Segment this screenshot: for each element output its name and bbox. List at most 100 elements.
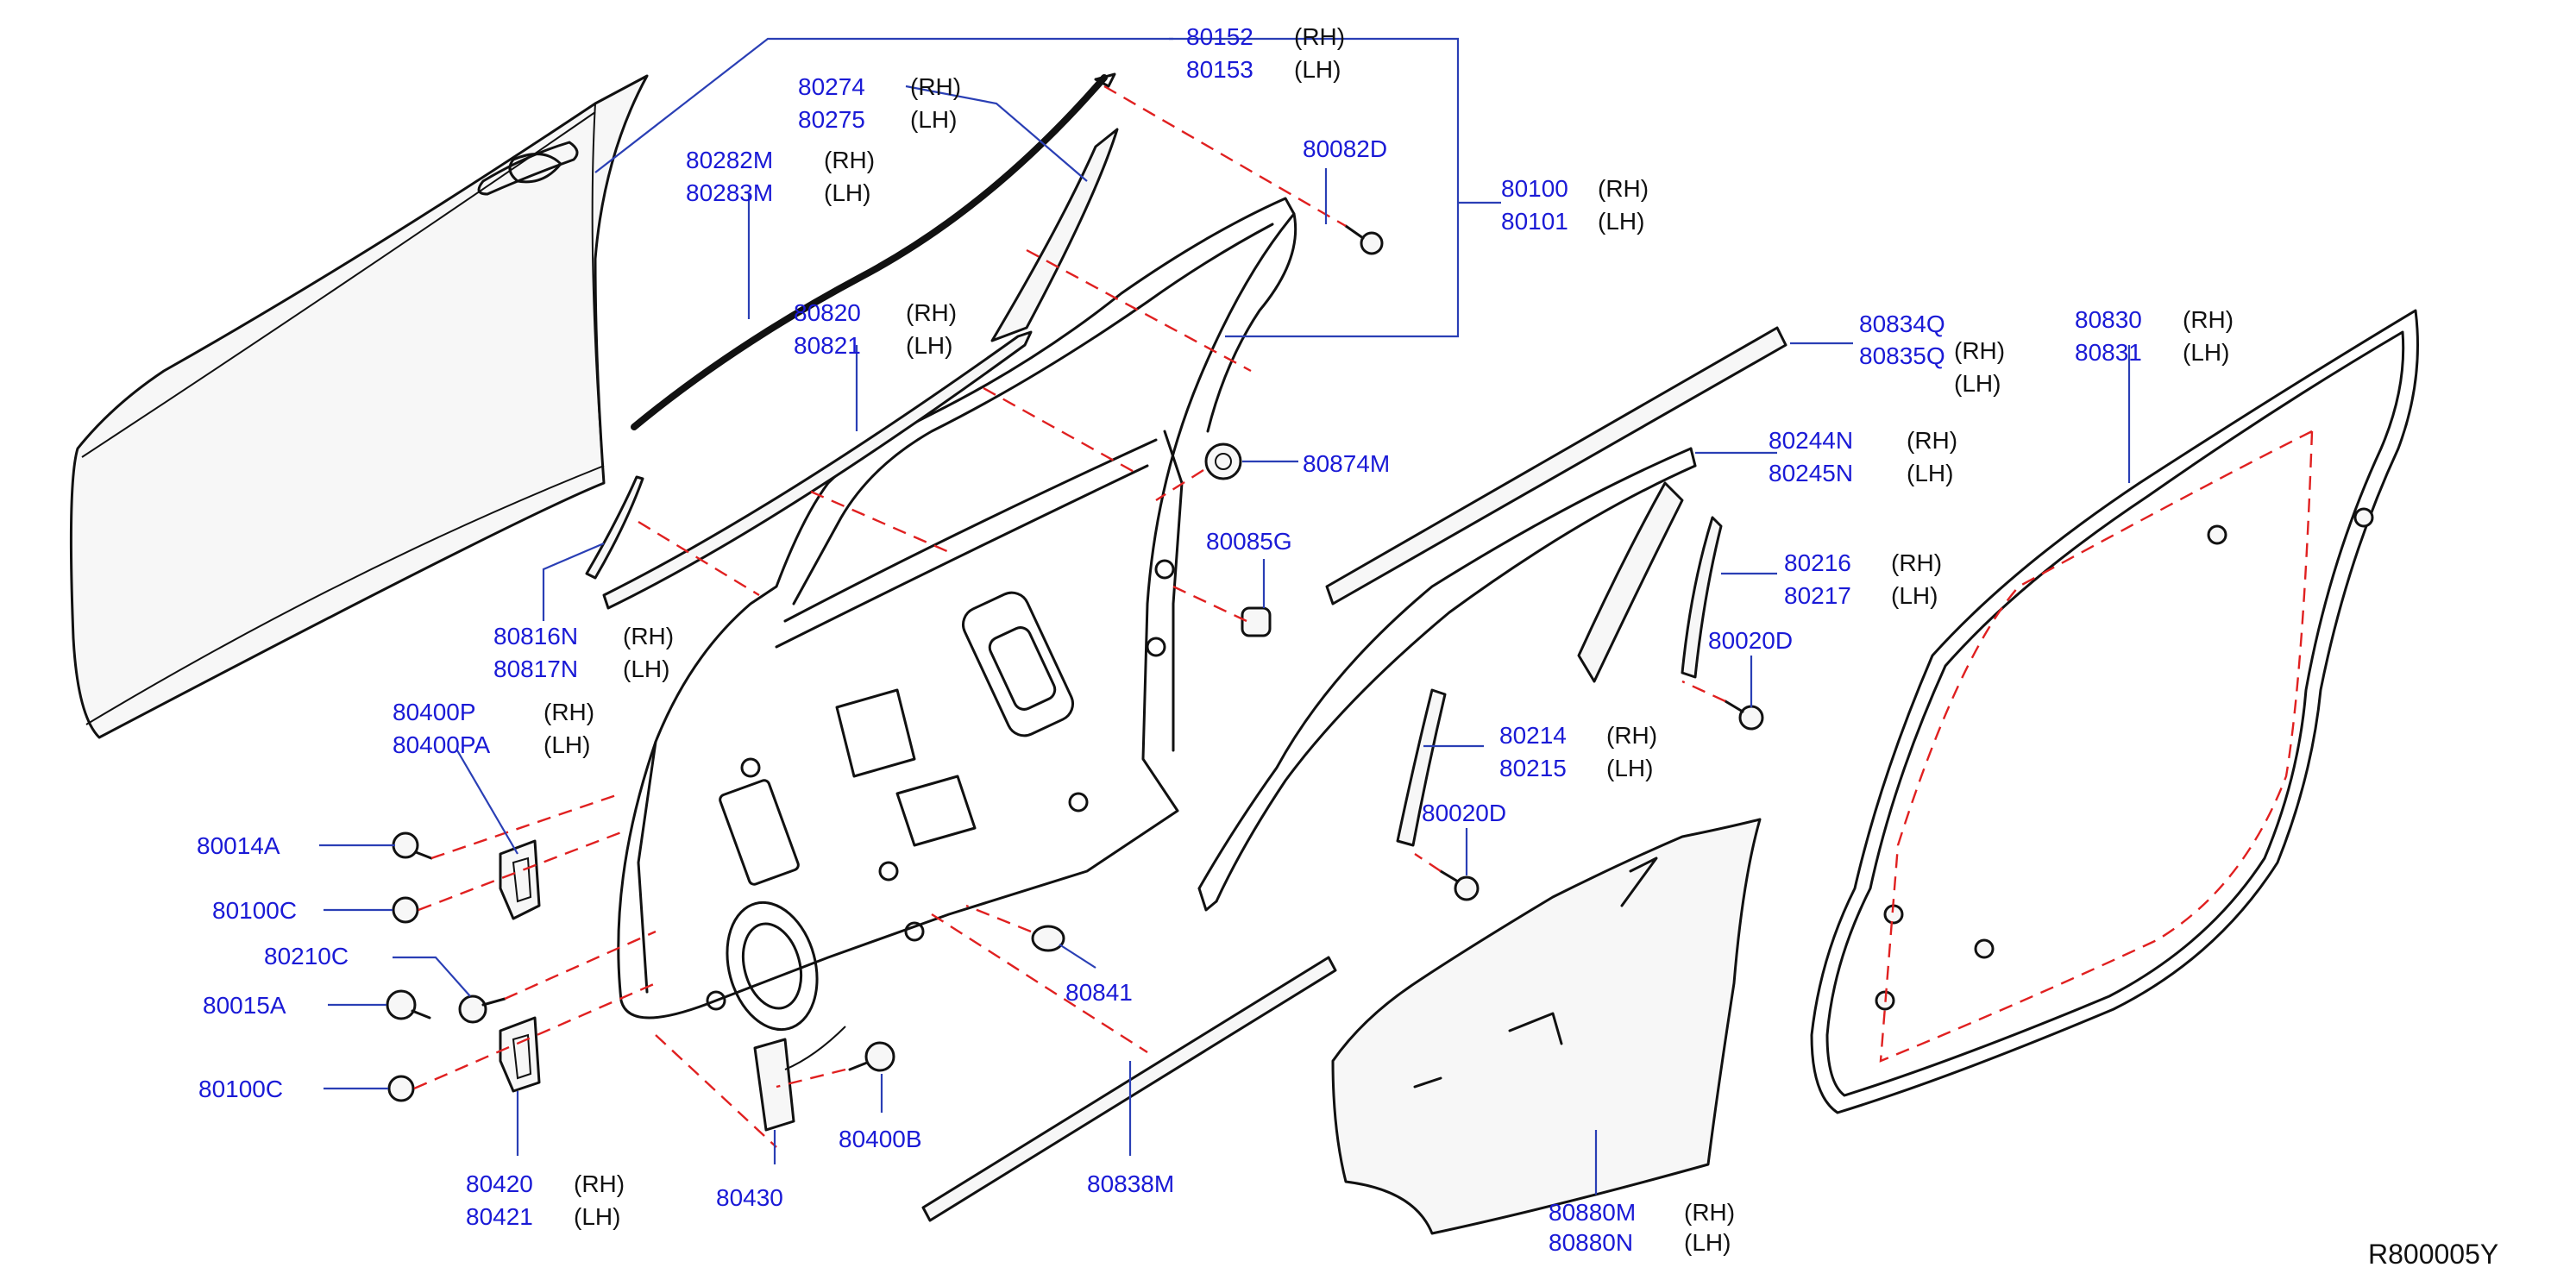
callout-80400b[interactable]: 80400B xyxy=(839,1126,922,1152)
svg-text:80101: 80101 xyxy=(1501,208,1568,235)
outer-door-panel[interactable] xyxy=(69,74,649,739)
callout-80015a[interactable]: 80015A xyxy=(203,992,286,1019)
svg-text:80282M: 80282M xyxy=(686,147,773,173)
svg-text:(LH): (LH) xyxy=(910,106,957,133)
door-check-link[interactable] xyxy=(753,1026,846,1132)
svg-text:80275: 80275 xyxy=(798,106,865,133)
nut-80100c-lower[interactable] xyxy=(387,1075,415,1102)
callout-80834q[interactable]: 80834Q xyxy=(1859,311,1945,337)
door-sash[interactable] xyxy=(1197,447,1697,912)
upper-corner-finisher[interactable] xyxy=(990,128,1119,342)
clips-weatherstrip[interactable] xyxy=(1875,507,2374,1011)
callout-80244n[interactable]: 80244N(RH) xyxy=(1769,427,1957,454)
callout-80830[interactable]: 80830(RH) xyxy=(2075,306,2234,333)
callout-80400p[interactable]: 80400P(RH) xyxy=(393,699,594,725)
callout-80420[interactable]: 80420 (RH) xyxy=(466,1170,625,1197)
callout-80421[interactable]: 80421(LH) xyxy=(466,1203,620,1230)
callout-80152[interactable]: 80152 (RH) xyxy=(1186,23,1345,50)
svg-text:80880M: 80880M xyxy=(1549,1199,1636,1226)
callout-80838m[interactable]: 80838M xyxy=(1087,1170,1174,1197)
belt-weatherstrip-inner[interactable] xyxy=(602,330,1033,610)
plug-80841[interactable] xyxy=(1031,925,1065,952)
screw-80020d-lower[interactable] xyxy=(1439,869,1480,901)
svg-text:80821: 80821 xyxy=(794,332,861,359)
callout-80100c-lower[interactable]: 80100C xyxy=(198,1076,283,1102)
svg-text:(RH): (RH) xyxy=(910,73,961,100)
callout-80880n[interactable]: 80880N(LH) xyxy=(1549,1229,1731,1256)
svg-text:80153: 80153 xyxy=(1186,56,1253,83)
svg-text:80838M: 80838M xyxy=(1087,1170,1174,1197)
callout-80274[interactable]: 80274(RH) xyxy=(798,73,961,100)
bolt-80015a[interactable] xyxy=(386,989,431,1020)
grommet-80874m[interactable] xyxy=(1204,442,1242,480)
callout-80283m[interactable]: 80283M(LH) xyxy=(686,179,870,206)
svg-text:(LH): (LH) xyxy=(1891,582,1938,609)
front-sash-strip[interactable] xyxy=(585,475,644,580)
callout-80835q[interactable]: 80835Q(RH) xyxy=(1859,337,2005,369)
bumper-80085g[interactable] xyxy=(1241,606,1272,637)
door-inner-frame[interactable] xyxy=(617,197,1297,1039)
callout-80215[interactable]: 80215(LH) xyxy=(1499,755,1653,781)
sealing-screen[interactable] xyxy=(1331,818,1762,1235)
svg-text:80420: 80420 xyxy=(466,1170,533,1197)
callout-80082d[interactable]: 80082D xyxy=(1303,135,1387,162)
callout-80400pa[interactable]: 80400PA(LH) xyxy=(393,731,590,758)
callout-80020d-upper[interactable]: 80020D xyxy=(1708,627,1793,654)
svg-text:80400P: 80400P xyxy=(393,699,476,725)
callout-80245n[interactable]: 80245N(LH) xyxy=(1769,460,1953,486)
upper-hinge[interactable] xyxy=(499,839,541,920)
callout-80153[interactable]: 80153(LH) xyxy=(1186,56,1341,83)
svg-text:(LH): (LH) xyxy=(1684,1229,1731,1256)
svg-text:(RH): (RH) xyxy=(1294,23,1345,50)
svg-text:80400PA: 80400PA xyxy=(393,731,490,758)
svg-text:(RH): (RH) xyxy=(574,1170,625,1197)
clip-80082d[interactable] xyxy=(1344,224,1384,255)
svg-text:80874M: 80874M xyxy=(1303,450,1390,477)
callout-80100c-upper[interactable]: 80100C xyxy=(212,897,297,924)
sash-channel-rear[interactable] xyxy=(1681,516,1723,679)
callout-80880m[interactable]: 80880M (RH) xyxy=(1549,1199,1735,1226)
callout-80430[interactable]: 80430 xyxy=(716,1184,783,1211)
sash-molding-upper[interactable] xyxy=(631,72,1116,430)
callout-80821[interactable]: 80821(LH) xyxy=(794,332,952,359)
callout-80101[interactable]: 80101 (LH) xyxy=(1501,208,1644,235)
bolt-80014a[interactable] xyxy=(392,831,433,860)
callout-80020d-lower[interactable]: 80020D xyxy=(1422,800,1506,826)
callout-80820[interactable]: 80820(RH) xyxy=(794,299,957,326)
bolt-80210c[interactable] xyxy=(458,995,506,1024)
callout-80835q-lh[interactable]: (LH) xyxy=(1954,370,2001,397)
callout-80210c[interactable]: 80210C xyxy=(264,943,349,969)
sash-channel-front[interactable] xyxy=(1396,688,1447,847)
callout-80216[interactable]: 80216(RH) xyxy=(1784,549,1942,576)
svg-text:80283M: 80283M xyxy=(686,179,773,206)
callout-80817n[interactable]: 80817N(LH) xyxy=(493,656,669,682)
bolt-80400b[interactable] xyxy=(848,1041,895,1072)
svg-text:(RH): (RH) xyxy=(1606,722,1657,749)
svg-text:(LH): (LH) xyxy=(1598,208,1644,235)
callout-80841[interactable]: 80841 xyxy=(1065,979,1133,1006)
callout-80214[interactable]: 80214(RH) xyxy=(1499,722,1657,749)
callout-80100[interactable]: 80100(RH) xyxy=(1501,175,1649,202)
lower-hinge[interactable] xyxy=(499,1016,541,1093)
callout-80282m[interactable]: 80282M(RH) xyxy=(686,147,875,173)
svg-text:(LH): (LH) xyxy=(1907,460,1953,486)
screw-80020d-upper[interactable] xyxy=(1724,700,1764,731)
svg-text:(RH): (RH) xyxy=(1598,175,1649,202)
callout-80874m[interactable]: 80874M xyxy=(1303,450,1390,477)
callout-80217[interactable]: 80217(LH) xyxy=(1784,582,1938,609)
callout-80275[interactable]: 80275 (LH) xyxy=(798,106,957,133)
outer-belt-molding[interactable] xyxy=(1325,326,1787,605)
svg-text:(RH): (RH) xyxy=(1907,427,1957,454)
svg-text:(RH): (RH) xyxy=(1684,1199,1735,1226)
callout-80014a[interactable]: 80014A xyxy=(197,832,280,859)
svg-text:80085G: 80085G xyxy=(1206,528,1292,555)
svg-text:80817N: 80817N xyxy=(493,656,578,682)
callout-80085g[interactable]: 80085G xyxy=(1206,528,1292,555)
nut-80100c-upper[interactable] xyxy=(392,896,419,924)
svg-text:80152: 80152 xyxy=(1186,23,1253,50)
svg-text:80014A: 80014A xyxy=(197,832,280,859)
door-weatherstrip[interactable] xyxy=(1810,309,2419,1114)
callout-80816n[interactable]: 80816N(RH) xyxy=(493,623,674,649)
callout-80831[interactable]: 80831(LH) xyxy=(2075,339,2229,366)
sash-garnish[interactable] xyxy=(1577,481,1684,683)
